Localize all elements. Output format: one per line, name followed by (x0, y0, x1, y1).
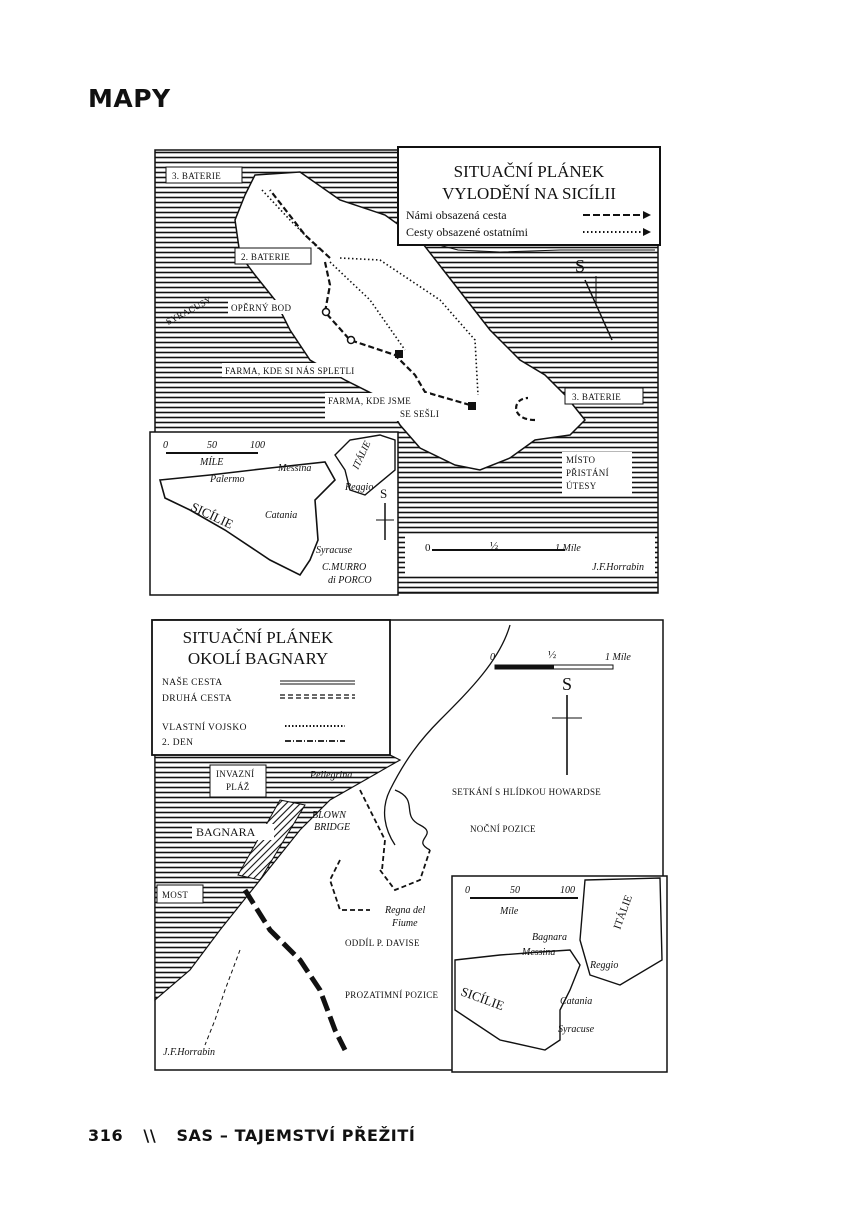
label-blown: BLOWN (312, 810, 347, 821)
label-utesy: ÚTESY (566, 481, 597, 491)
farm-1-marker (395, 350, 403, 358)
signature-map1: J.F.Horrabin (592, 562, 644, 573)
inset-map-sicily-1: 0 50 100 MÍLE Palermo Messina ITÁLIE Reg… (149, 431, 399, 596)
svg-text:0: 0 (425, 542, 431, 554)
scale-bar-map1: 0 ½ 1 Míle J.F.Horrabin (405, 535, 655, 575)
svg-text:Reggio: Reggio (344, 482, 373, 493)
svg-text:Reggio: Reggio (589, 960, 618, 971)
label-setkani: SETKÁNÍ S HLÍDKOU HOWARDSE (452, 787, 601, 797)
svg-text:½: ½ (548, 649, 556, 661)
page-heading: MAPY (88, 84, 171, 113)
label-plaz: PLÁŽ (226, 782, 250, 792)
label-battery-3a: 3. BATERIE (172, 171, 221, 181)
label-pellegrina: Pellegrina (309, 770, 352, 781)
scale-bar-map2: 0 ½ 1 Míle (490, 649, 631, 670)
legend-day-2: 2. DEN (162, 738, 193, 748)
svg-text:MÍLE: MÍLE (199, 456, 223, 468)
svg-text:1 Míle: 1 Míle (555, 543, 581, 554)
svg-text:Catania: Catania (560, 996, 592, 1007)
label-bagnara: BAGNARA (196, 825, 256, 839)
label-fiume: Fiume (391, 918, 418, 929)
svg-text:½: ½ (490, 540, 498, 552)
label-oddil: ODDÍL P. DAVISE (345, 938, 420, 948)
sea-area (154, 754, 402, 1002)
svg-text:S: S (575, 256, 585, 276)
svg-text:100: 100 (250, 440, 265, 451)
label-farma-1: FARMA, KDE SI NÁS SPLETLI (225, 366, 355, 376)
svg-text:Syracuse: Syracuse (316, 545, 353, 556)
map1-title-1: SITUAČNÍ PLÁNEK (454, 162, 605, 181)
compass-map2: S (552, 674, 582, 775)
label-invazni: INVAZNÍ (216, 769, 254, 779)
svg-text:0: 0 (490, 652, 495, 663)
label-bridge: BRIDGE (314, 822, 350, 833)
label-farma-2b: SE SEŠLI (400, 409, 439, 419)
svg-text:Messina: Messina (277, 463, 311, 474)
map-sicily-landing: SITUAČNÍ PLÁNEK VYLODĚNÍ NA SICÍLII Námi… (149, 146, 661, 596)
island-land (234, 171, 587, 471)
map-bagnara: SITUAČNÍ PLÁNEK OKOLÍ BAGNARY NAŠE CESTA… (151, 619, 668, 1073)
svg-text:50: 50 (510, 885, 520, 896)
label-misto: MÍSTO (566, 455, 596, 465)
svg-text:50: 50 (207, 440, 217, 451)
legend-other-route: DRUHÁ CESTA (162, 692, 232, 704)
page-footer: 316 \\ SAS – TAJEMSTVÍ PŘEŽITÍ (88, 1126, 429, 1145)
map1-title-2: VYLODĚNÍ NA SICÍLII (442, 184, 616, 203)
map1-legend-1: Námi obsazená cesta (406, 208, 507, 222)
book-title: SAS – TAJEMSTVÍ PŘEŽITÍ (176, 1126, 416, 1145)
inset-map-sicily-2: 0 50 100 Míle Bagnara Messina ITÁLIE Reg… (451, 875, 668, 1073)
label-operny-bod: OPĚRNÝ BOD (231, 303, 291, 313)
svg-text:di PORCO: di PORCO (328, 575, 372, 586)
svg-text:1 Míle: 1 Míle (605, 652, 631, 663)
page-number: 316 (88, 1126, 124, 1145)
route-ours (269, 189, 471, 407)
svg-text:100: 100 (560, 885, 575, 896)
map2-title-2: OKOLÍ BAGNARY (188, 649, 328, 668)
signature-map2: J.F.Horrabin (163, 1047, 215, 1058)
svg-text:Bagnara: Bagnara (532, 932, 567, 943)
label-prozatimni: PROZATIMNÍ POZICE (345, 990, 439, 1000)
svg-text:C.MURRO: C.MURRO (322, 562, 366, 573)
legend-our-route: NAŠE CESTA (162, 676, 223, 688)
label-regna: Regna del (384, 905, 425, 916)
map2-title-1: SITUAČNÍ PLÁNEK (183, 628, 334, 647)
svg-text:Palermo: Palermo (209, 474, 244, 485)
label-battery-2: 2. BATERIE (241, 252, 290, 262)
svg-text:Catania: Catania (265, 510, 297, 521)
svg-text:Syracuse: Syracuse (558, 1024, 595, 1035)
label-most: MOST (162, 890, 188, 900)
label-farma-2a: FARMA, KDE JSME (328, 396, 411, 406)
farm-2-marker (468, 402, 476, 410)
footer-separator: \\ (143, 1126, 157, 1145)
svg-text:Míle: Míle (499, 906, 519, 917)
compass-map1: S (575, 256, 613, 341)
label-battery-3b: 3. BATERIE (572, 392, 621, 402)
svg-text:S: S (380, 486, 387, 501)
svg-text:0: 0 (465, 885, 470, 896)
svg-text:Messina: Messina (521, 947, 555, 958)
svg-text:S: S (562, 674, 572, 694)
label-pristani: PŘISTÁNÍ (566, 468, 609, 478)
route-others (261, 189, 479, 396)
map1-legend-2: Cesty obsazené ostatními (406, 225, 529, 239)
label-nocni-pozice: NOČNÍ POZICE (470, 824, 536, 834)
legend-own-troops: VLASTNÍ VOJSKO (162, 721, 247, 733)
svg-text:0: 0 (163, 440, 168, 451)
